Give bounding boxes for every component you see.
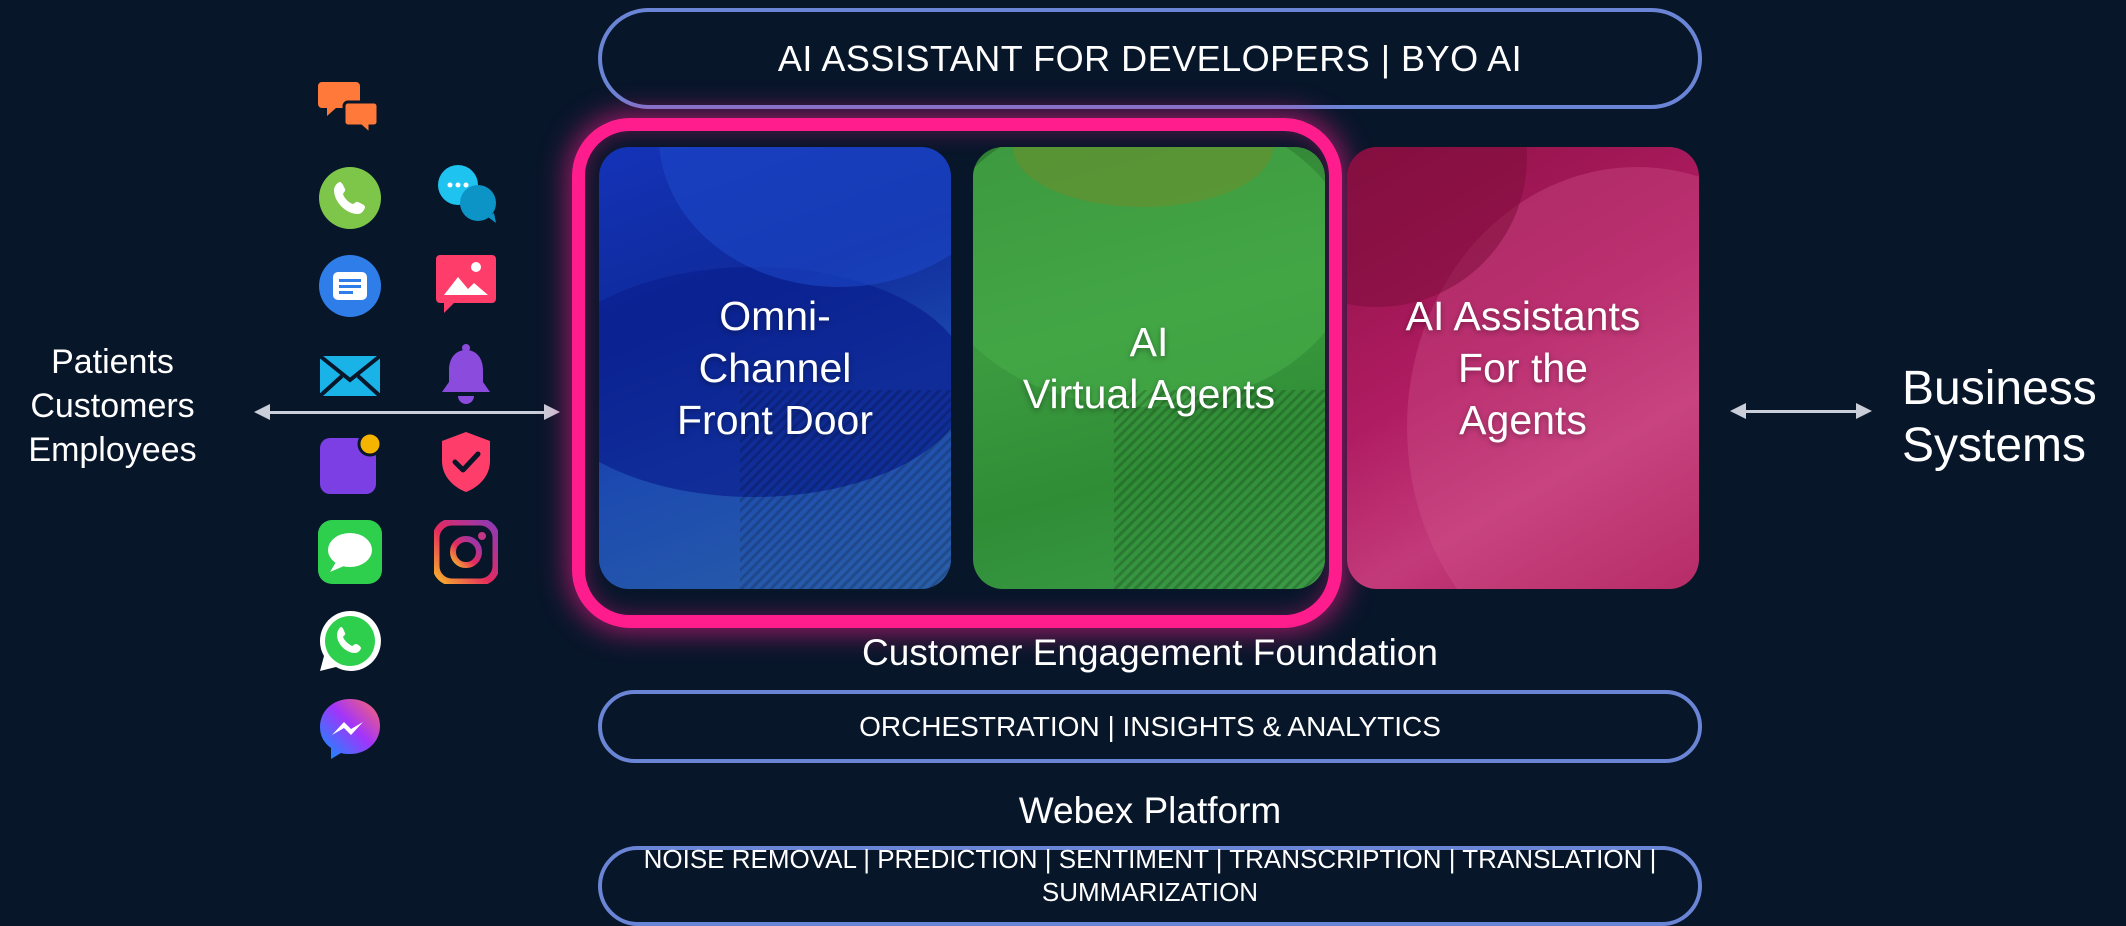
business-line-2: Systems bbox=[1902, 419, 2087, 472]
group-chat-icon bbox=[434, 163, 498, 227]
business-systems-arrow bbox=[1730, 403, 1872, 419]
ai-assistants-label: AI Assistants For the Agents bbox=[1406, 290, 1641, 446]
business-line-1: Business bbox=[1902, 362, 2097, 415]
card-texture bbox=[1113, 390, 1325, 589]
highlight-frame bbox=[572, 118, 1342, 628]
platform-line-1: NOISE REMOVAL | PREDICTION | SENTIMENT |… bbox=[643, 844, 1657, 874]
orchestration-text: ORCHESTRATION | INSIGHTS & ANALYTICS bbox=[859, 710, 1441, 742]
virtual-line-2: Virtual Agents bbox=[1022, 371, 1276, 417]
assist-line-1: AI Assistants bbox=[1405, 293, 1641, 339]
card-decoration bbox=[659, 147, 951, 287]
sms-message-icon bbox=[318, 254, 382, 318]
omni-line-1: Omni- bbox=[719, 293, 831, 339]
foundation-title: Customer Engagement Foundation bbox=[862, 632, 1438, 673]
app-notification-icon bbox=[318, 432, 382, 496]
ai-virtual-agents-label: AI Virtual Agents bbox=[1023, 316, 1275, 420]
assist-line-3: Agents bbox=[1459, 397, 1587, 443]
banner-text: AI ASSISTANT FOR DEVELOPERS | BYO AI bbox=[777, 37, 1523, 79]
platform-title: Webex Platform bbox=[1018, 790, 1282, 831]
card-decoration bbox=[599, 267, 951, 497]
notification-bell-icon bbox=[434, 342, 498, 406]
audience-employees: Employees bbox=[28, 431, 197, 469]
audience-customers: Customers bbox=[30, 387, 195, 425]
platform-capabilities-text: NOISE REMOVAL | PREDICTION | SENTIMENT |… bbox=[644, 843, 1657, 909]
virtual-line-1: AI bbox=[1129, 319, 1169, 365]
whatsapp-icon bbox=[318, 609, 382, 673]
image-message-icon bbox=[434, 251, 498, 315]
audience-patients: Patients bbox=[51, 343, 174, 381]
audience-label: Patients Customers Employees bbox=[0, 340, 225, 472]
platform-line-2: SUMMARIZATION bbox=[1041, 877, 1259, 907]
ai-assistant-developers-banner: AI ASSISTANT FOR DEVELOPERS | BYO AI bbox=[598, 8, 1702, 109]
phone-icon bbox=[318, 166, 382, 230]
chat-bubbles-icon bbox=[318, 76, 382, 140]
audience-arrow bbox=[254, 404, 560, 420]
platform-capabilities-bar: NOISE REMOVAL | PREDICTION | SENTIMENT |… bbox=[598, 843, 1702, 926]
security-shield-icon bbox=[434, 430, 498, 494]
instagram-icon bbox=[434, 520, 498, 584]
imessage-icon bbox=[318, 520, 382, 584]
omni-channel-front-door-card: Omni- Channel Front Door bbox=[599, 147, 951, 589]
assist-line-2: For the bbox=[1458, 345, 1588, 391]
messenger-icon bbox=[318, 697, 382, 761]
omni-channel-label: Omni- Channel Front Door bbox=[677, 290, 873, 446]
ai-virtual-agents-card: AI Virtual Agents bbox=[973, 147, 1325, 589]
business-systems-label: Business Systems bbox=[1902, 360, 2097, 474]
omni-line-2: Channel bbox=[698, 345, 852, 391]
card-texture bbox=[739, 390, 951, 589]
ai-assistants-card: AI Assistants For the Agents bbox=[1347, 147, 1699, 589]
omni-line-3: Front Door bbox=[677, 397, 873, 443]
email-icon bbox=[318, 344, 382, 408]
orchestration-bar: ORCHESTRATION | INSIGHTS & ANALYTICS bbox=[598, 690, 1702, 763]
